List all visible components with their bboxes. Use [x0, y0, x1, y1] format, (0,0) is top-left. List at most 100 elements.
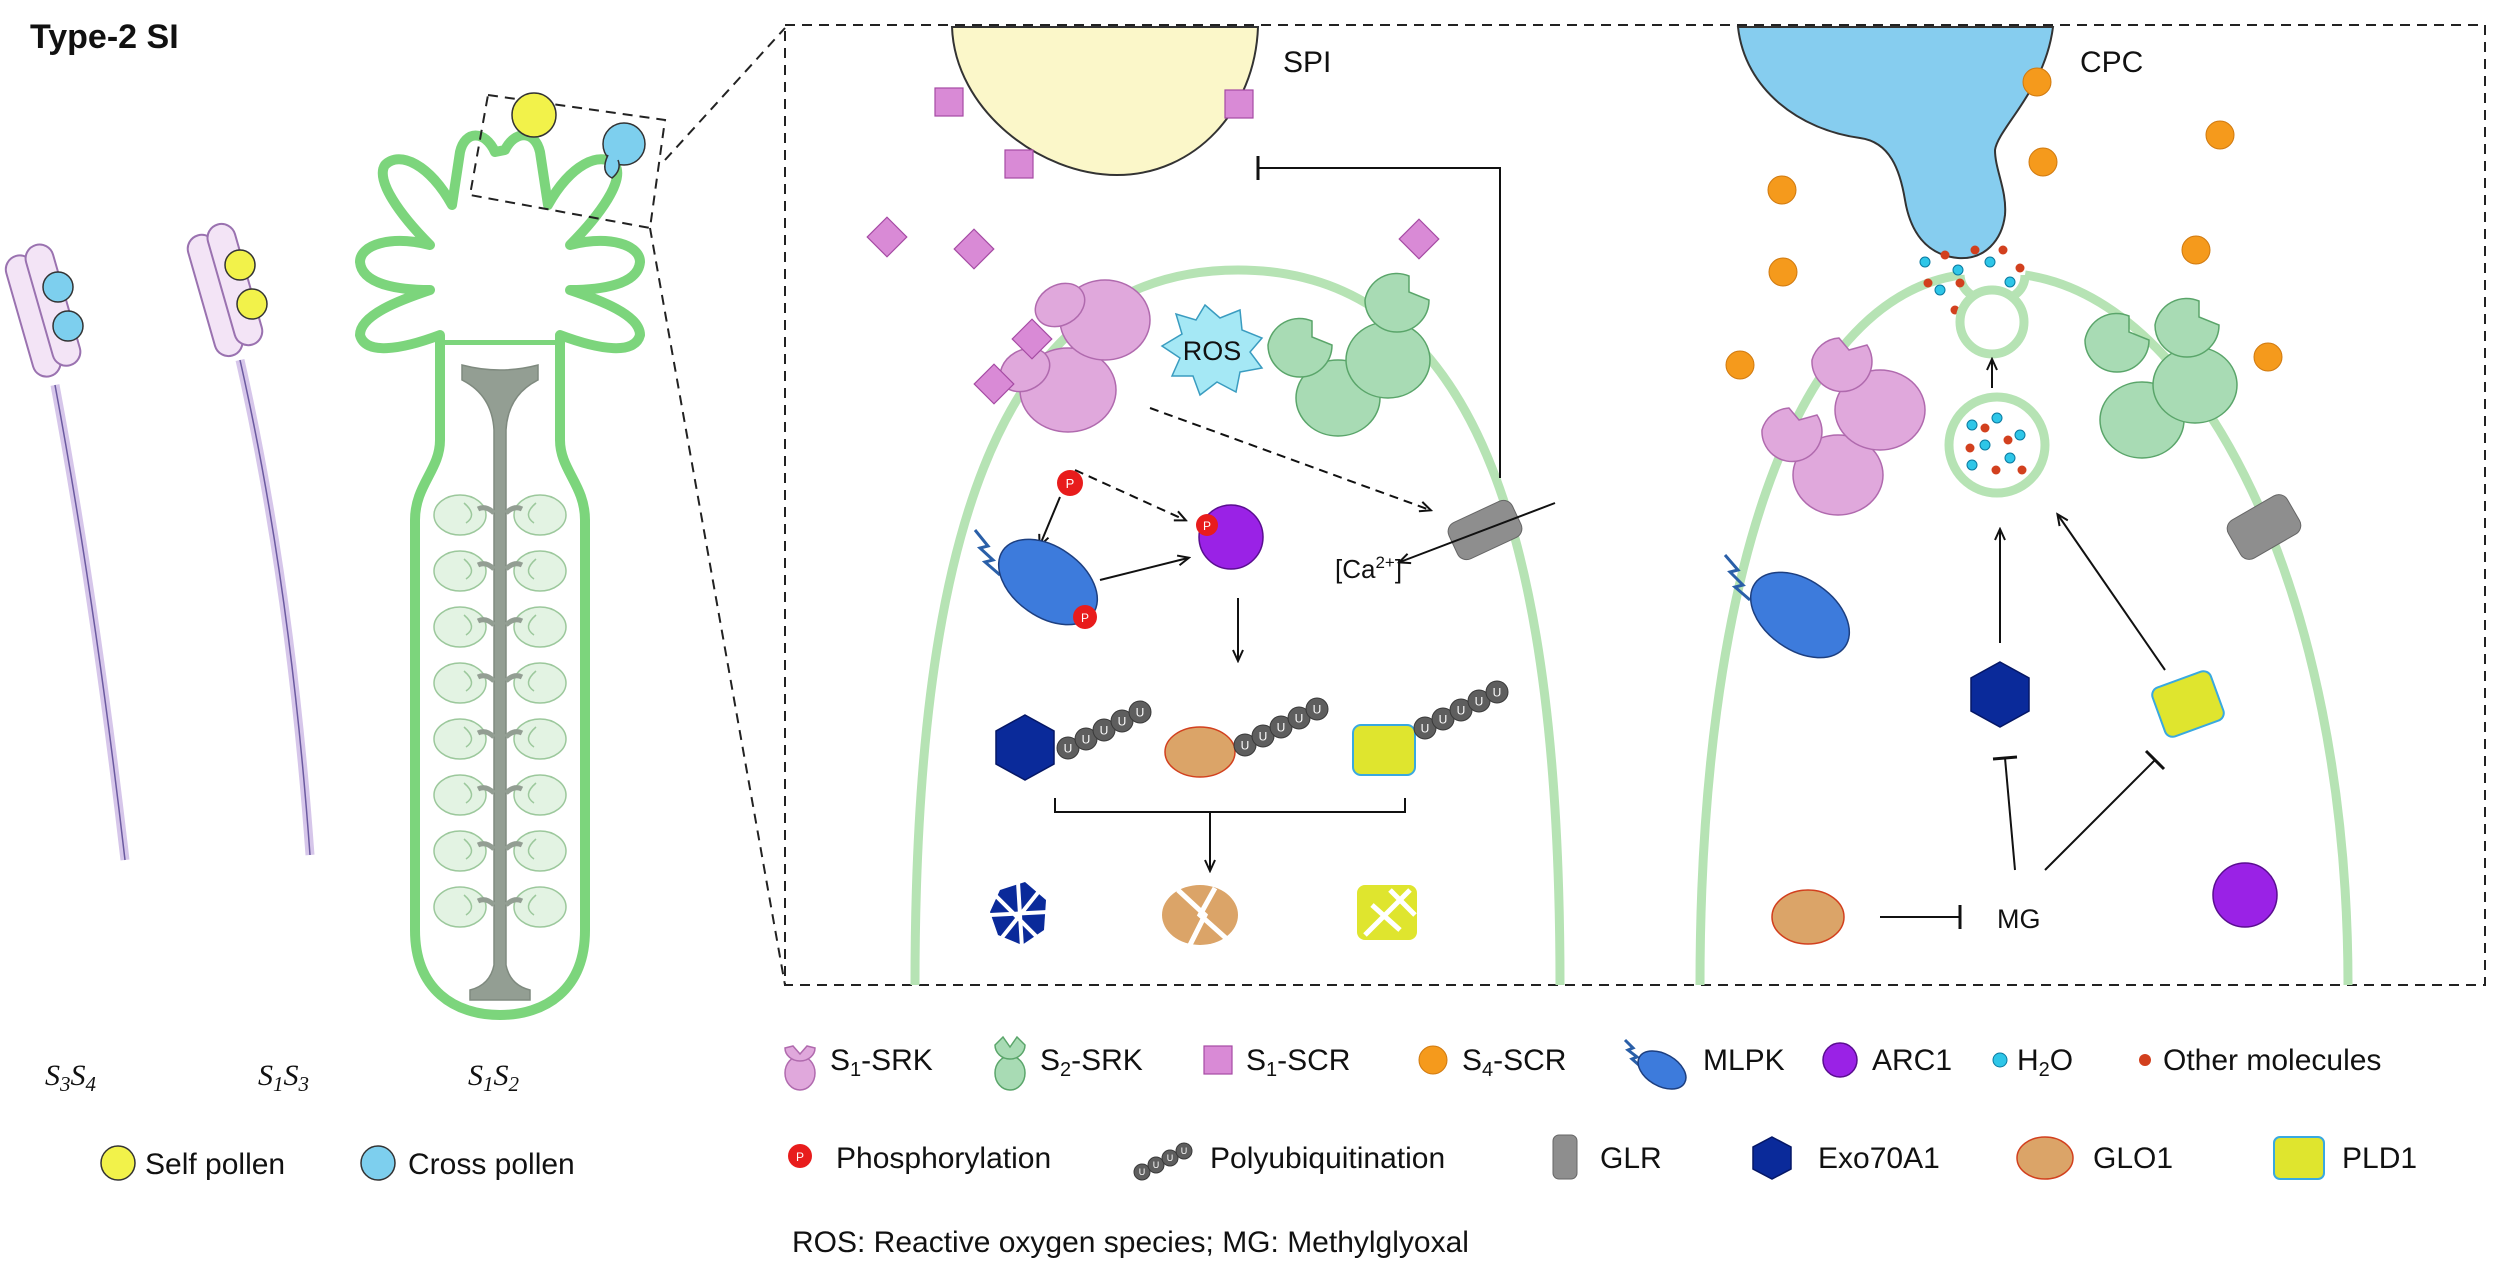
svg-text:U: U — [1493, 685, 1502, 699]
s4-scr-molecules — [1725, 67, 2283, 380]
legend-mlpk-icon — [1623, 1038, 1687, 1090]
legend-glo1-label: GLO1 — [2093, 1142, 2173, 1175]
legend-phosphorylation-icon: P — [788, 1144, 812, 1168]
exo70a1-active — [1970, 661, 2030, 728]
s1-srk-receptor-inactive — [1761, 337, 1926, 516]
ubiquitin-unit — [1175, 1142, 1193, 1160]
legend-arc1-label: ARC1 — [1872, 1044, 1952, 1077]
svg-text:P: P — [1081, 611, 1089, 625]
svg-text:U: U — [1082, 732, 1091, 746]
legend-glr-label: GLR — [1600, 1142, 1662, 1175]
exo70a1-degraded — [989, 881, 1049, 949]
style-transmitting-tract — [461, 364, 539, 1001]
ubiquitin-unit — [1485, 680, 1509, 704]
legend-other-molecules-icon — [2139, 1054, 2151, 1066]
genotype-label-s1s3: S1S3 — [258, 1059, 309, 1096]
pistil — [355, 130, 645, 1020]
secretory-vesicle — [1944, 392, 2050, 498]
cross-pollen-germinating — [602, 122, 646, 179]
legend-h2o-label: H2O — [2017, 1044, 2073, 1081]
cpc-label: CPC — [2080, 46, 2143, 79]
spi-label: SPI — [1283, 46, 1331, 79]
calcium-ion-label: [Ca2+] — [1335, 553, 1402, 584]
s1-scr-on-pollen — [934, 87, 964, 117]
legend-s4-scr-label: S4-SCR — [1462, 1044, 1566, 1081]
ovule — [433, 774, 496, 816]
svg-text:U: U — [1259, 729, 1268, 743]
legend-mlpk-label: MLPK — [1703, 1044, 1785, 1077]
cross-pollen-legend-label: Cross pollen — [408, 1148, 575, 1181]
ovule — [504, 886, 567, 928]
pollen-tube-s3s4 — [4, 243, 130, 861]
s1-scr-on-pollen — [1224, 89, 1254, 119]
glo1-active — [1771, 889, 1845, 945]
ovule — [504, 662, 567, 704]
ovule — [504, 494, 567, 536]
svg-text:U: U — [1100, 723, 1109, 737]
secretory-vesicle-fusing — [1955, 285, 2029, 359]
self-pollen-legend-label: Self pollen — [145, 1148, 285, 1181]
svg-text:U: U — [1136, 705, 1145, 719]
legend-s2-srk-label: S2-SRK — [1040, 1044, 1143, 1081]
svg-text:U: U — [1277, 720, 1286, 734]
cpc-pollen-grain — [1736, 26, 2055, 260]
pld1-ubiquitinated — [1352, 724, 1416, 776]
self-pollen-on-stigma — [511, 92, 557, 138]
s2-srk-receptor — [1267, 272, 1431, 437]
ubiquitin-unit — [1161, 1149, 1179, 1167]
svg-text:P: P — [1203, 519, 1211, 533]
spi-pollen-grain — [950, 26, 1260, 177]
ubiquitin-unit — [1305, 697, 1329, 721]
svg-text:U: U — [1475, 694, 1484, 708]
stigma-callout — [468, 27, 786, 986]
zoom-panel-border — [784, 24, 2486, 986]
ros-burst — [1160, 303, 1264, 397]
pollen-tube-s1s3 — [186, 222, 315, 856]
s1-scr-on-pollen — [1004, 149, 1034, 179]
spi-papilla-cell — [910, 265, 1565, 986]
legend-s1-srk-icon — [784, 1045, 816, 1091]
svg-text:U: U — [1064, 741, 1073, 755]
self-pollen-legend-icon — [100, 1145, 136, 1181]
figure-title: Type-2 SI — [30, 18, 179, 56]
legend-pld1-label: PLD1 — [2342, 1142, 2417, 1175]
ovule — [433, 550, 496, 592]
svg-text:P: P — [1066, 476, 1075, 491]
legend-s1-srk-label: S1-SRK — [830, 1044, 933, 1081]
legend-arc1-icon — [1822, 1042, 1858, 1078]
ovule — [433, 886, 496, 928]
svg-text:U: U — [1313, 702, 1322, 716]
s1-srk-receptor-active — [973, 279, 1151, 433]
ovules — [433, 494, 567, 928]
ovule — [504, 774, 567, 816]
legend-glo1-icon — [2016, 1136, 2074, 1180]
legend-h2o-icon — [1992, 1052, 2008, 1068]
svg-text:U: U — [1139, 1167, 1146, 1177]
cross-pollen-grain — [52, 310, 84, 342]
ovule — [433, 718, 496, 760]
svg-text:U: U — [1241, 738, 1250, 752]
legend-polyubiquitination-label: Polyubiquitination — [1210, 1142, 1445, 1175]
ubiquitin-unit — [1147, 1156, 1165, 1174]
ovule — [433, 662, 496, 704]
inhibition-glr-to-pollen — [1258, 167, 1501, 478]
ros-label: ROS — [1183, 336, 1242, 366]
svg-text:U: U — [1295, 711, 1304, 725]
glr-channel-cpc — [2226, 494, 2302, 560]
svg-text:U: U — [1118, 714, 1127, 728]
ubiquitin-unit — [1128, 700, 1152, 724]
ovule — [433, 830, 496, 872]
legend-s1-scr-icon — [1203, 1045, 1233, 1075]
legend-exo70a1-label: Exo70A1 — [1818, 1142, 1940, 1175]
exo70a1-ubiquitinated — [995, 714, 1055, 781]
ovule — [504, 718, 567, 760]
svg-text:P: P — [796, 1150, 804, 1164]
self-pollen-grain — [224, 249, 256, 281]
s2-srk-receptor-cpc — [2084, 297, 2238, 459]
legend-phosphorylation-label: Phosphorylation — [836, 1142, 1051, 1175]
genotype-label-s3s4: S3S4 — [45, 1059, 97, 1096]
ovule — [433, 494, 496, 536]
s1-scr-free — [866, 216, 1440, 270]
ovule — [504, 550, 567, 592]
